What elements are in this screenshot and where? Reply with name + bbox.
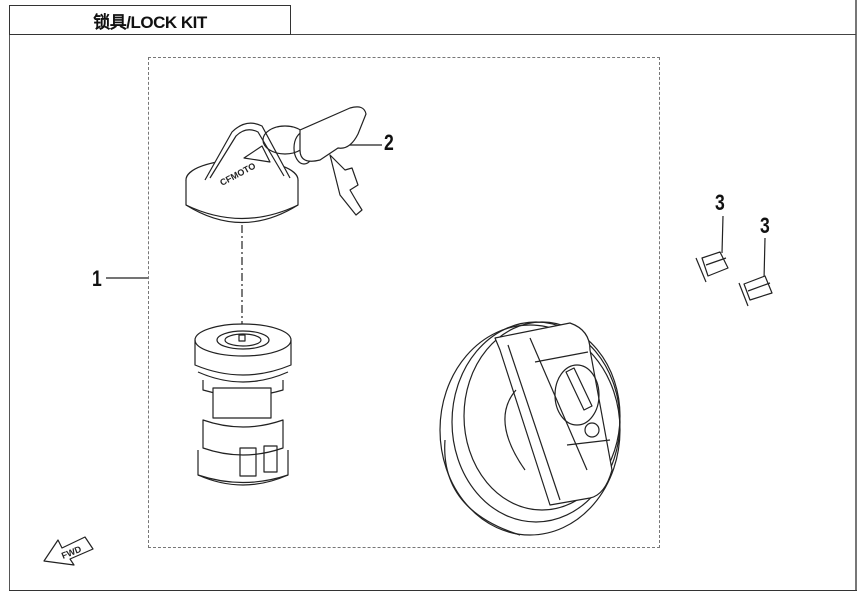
ignition-lock-icon: [194, 323, 292, 486]
rivet-icon-b: [738, 275, 773, 307]
leader-line-3a: [721, 215, 724, 254]
callout-2: 2: [384, 130, 394, 155]
forward-direction-icon: FWD: [43, 536, 94, 566]
frame-right-edge: [855, 0, 857, 590]
callout-3a: 3: [715, 190, 725, 215]
rivet-icon-a: [695, 251, 729, 283]
callout-3b: 3: [760, 213, 770, 238]
assembly-group-box: [148, 57, 660, 548]
title-rule: [9, 34, 856, 35]
key-icon: [299, 106, 367, 216]
page-title: 锁具/LOCK KIT: [9, 5, 291, 35]
title-text: 锁具/LOCK KIT: [93, 12, 207, 32]
callout-1: 1: [92, 266, 102, 291]
key-fob-icon: CFMOTO: [185, 122, 299, 224]
fuel-cap-icon: [439, 321, 621, 536]
frame-bottom-edge: [9, 590, 857, 591]
leader-line-3b: [763, 237, 766, 281]
